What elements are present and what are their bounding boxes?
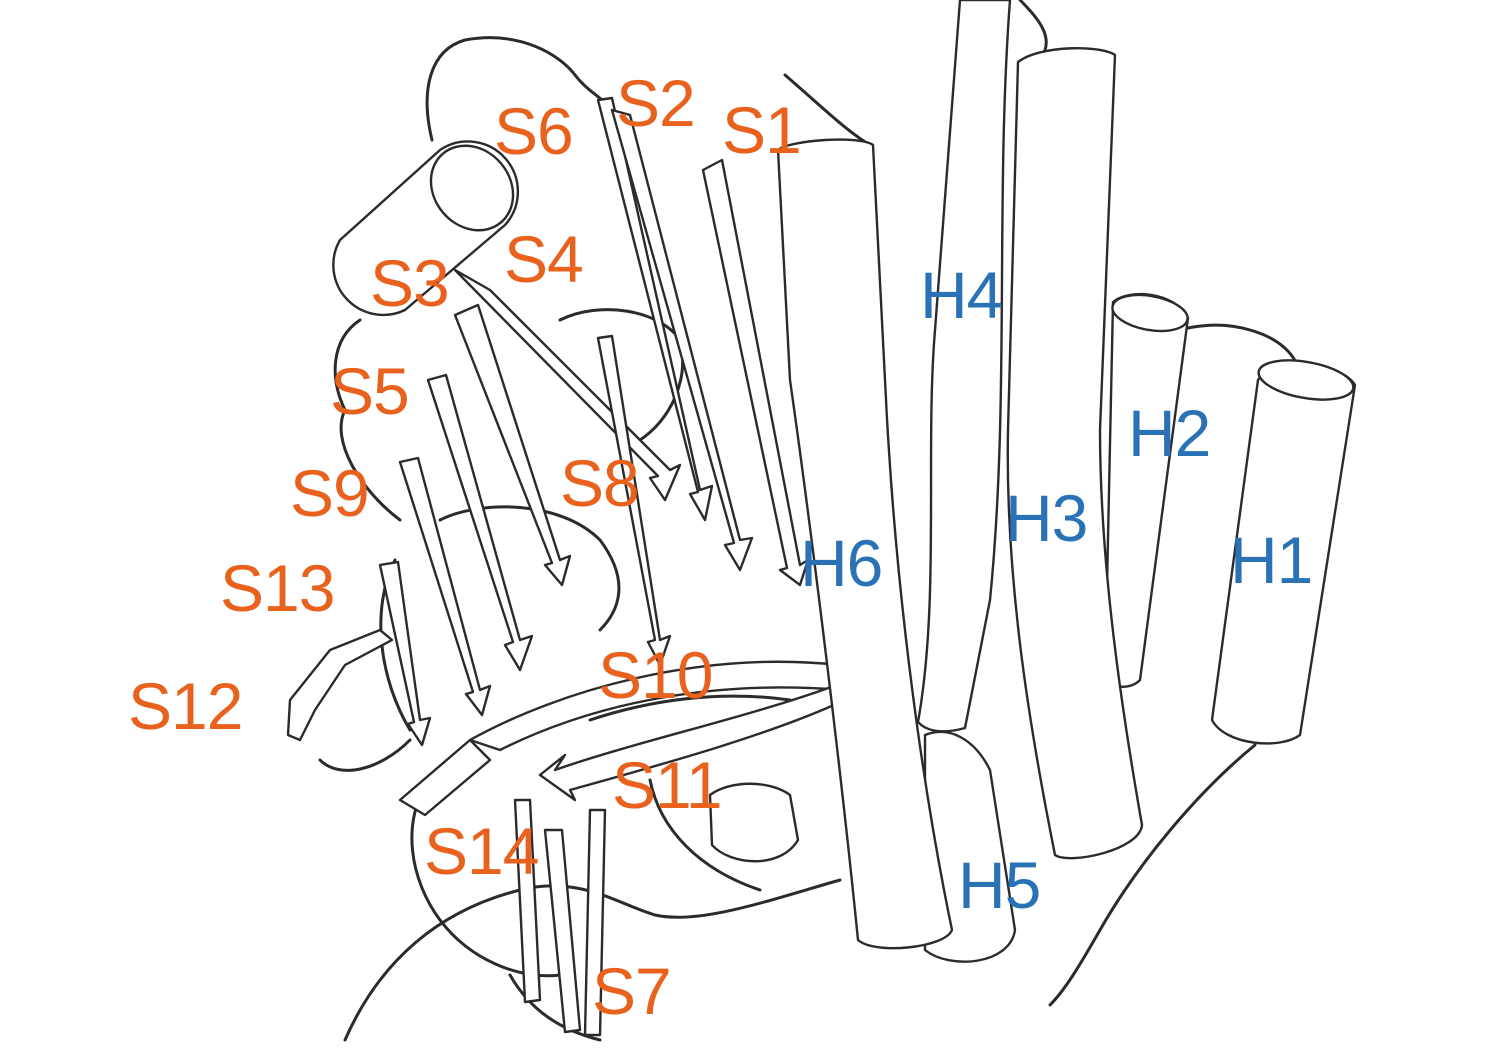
strand-label-s7: S7	[592, 954, 672, 1028]
helix-h3	[1006, 47, 1144, 860]
strand-label-s14: S14	[424, 814, 539, 888]
short-helix	[332, 140, 520, 317]
strand-label-s1: S1	[722, 93, 802, 167]
beta-sheet	[286, 96, 852, 1037]
helix-h4	[916, 0, 1012, 733]
strand-label-s4: S4	[504, 222, 584, 296]
helix-label-h4: H4	[920, 258, 1003, 332]
short-helix-lower	[708, 782, 800, 863]
helix-label-h1: H1	[1230, 523, 1313, 597]
strand-label-s2: S2	[616, 66, 696, 140]
strand-label-s12: S12	[128, 669, 243, 743]
strand-label-s6: S6	[494, 94, 574, 168]
helix-label-h2: H2	[1128, 396, 1211, 470]
strand-label-s8: S8	[560, 446, 640, 520]
helix-h6	[776, 138, 954, 950]
strand-label-s3: S3	[370, 246, 450, 320]
strand-label-s10: S10	[598, 638, 713, 712]
helix-label-h5: H5	[958, 848, 1041, 922]
strand-label-s5: S5	[330, 354, 410, 428]
helix-h2	[1103, 292, 1190, 688]
helix-h1	[1210, 359, 1357, 745]
helix-label-h6: H6	[800, 526, 883, 600]
strand-label-s9: S9	[290, 456, 370, 530]
helix-label-h3: H3	[1005, 481, 1088, 555]
strand-label-s11: S11	[612, 748, 723, 822]
strand-label-s13: S13	[220, 551, 335, 625]
